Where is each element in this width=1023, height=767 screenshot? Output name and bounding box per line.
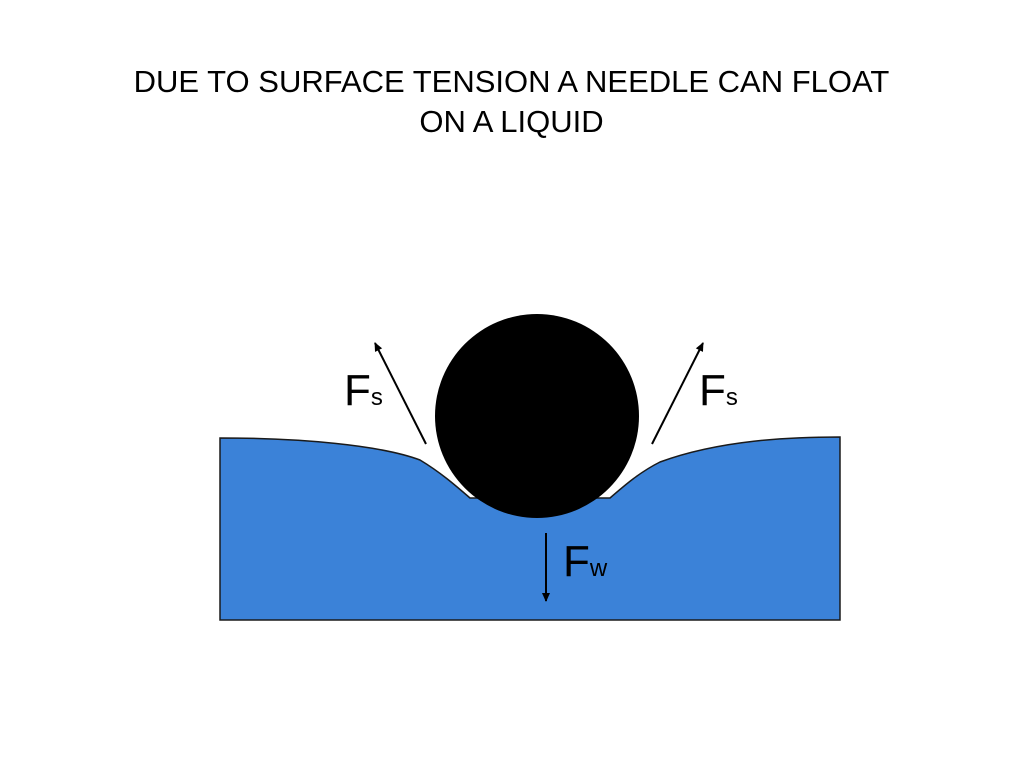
left-surface-tension-label: Fs [344,366,383,415]
liquid-body [219,436,841,621]
slide-title: DUE TO SURFACE TENSION A NEEDLE CAN FLOA… [0,62,1023,142]
left-force-subscript: s [371,384,383,411]
needle-cross-section [435,314,639,518]
weight-force-subscript: w [589,555,608,582]
left-force-symbol: F [344,366,371,415]
slide-title-line-2: ON A LIQUID [419,104,604,139]
right-surface-tension-label: Fs [699,366,738,415]
right-force-subscript: s [726,384,738,411]
weight-label: Fw [563,537,608,586]
slide-title-line-1: DUE TO SURFACE TENSION A NEEDLE CAN FLOA… [133,64,890,99]
left-surface-tension-arrow [374,342,427,445]
weight-force-symbol: F [563,537,590,586]
right-force-symbol: F [699,366,726,415]
right-surface-tension-arrow [651,342,704,445]
